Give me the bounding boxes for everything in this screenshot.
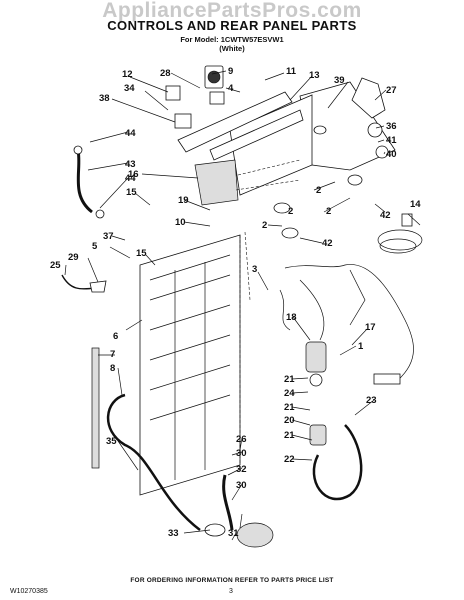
callout-16: 16 bbox=[128, 169, 139, 180]
callout-30a: 30 bbox=[236, 448, 247, 459]
callout-34: 34 bbox=[124, 83, 135, 94]
valve-assembly bbox=[305, 341, 327, 446]
callout-40: 40 bbox=[386, 149, 397, 160]
callout-33: 33 bbox=[168, 528, 179, 539]
callout-12: 12 bbox=[122, 69, 133, 80]
callout-42a: 42 bbox=[380, 210, 391, 221]
control-board-parts bbox=[165, 65, 304, 161]
callout-43: 43 bbox=[125, 159, 136, 170]
callout-11: 11 bbox=[286, 66, 297, 77]
callout-32: 32 bbox=[236, 464, 247, 475]
callout-30b: 30 bbox=[236, 480, 247, 491]
power-cord bbox=[377, 213, 423, 254]
callout-19: 19 bbox=[178, 195, 189, 206]
callout-21a: 21 bbox=[284, 374, 295, 385]
callout-8: 8 bbox=[110, 363, 115, 374]
leader-lines bbox=[64, 70, 421, 541]
callout-2a: 2 bbox=[316, 185, 321, 196]
callout-7: 7 bbox=[110, 349, 115, 360]
color-line: (White) bbox=[219, 44, 245, 53]
callout-10: 10 bbox=[175, 217, 186, 228]
callout-44b: 44 bbox=[125, 173, 136, 184]
callout-9: 9 bbox=[228, 66, 233, 77]
callout-28: 28 bbox=[160, 68, 171, 79]
clip bbox=[89, 280, 107, 293]
rear-panel bbox=[139, 231, 251, 496]
callout-1: 1 bbox=[358, 341, 364, 352]
callout-24: 24 bbox=[284, 388, 295, 399]
callout-39: 39 bbox=[334, 75, 345, 86]
callout-6: 6 bbox=[113, 331, 118, 342]
model-line: For Model: 1CWTW57ESVW1 bbox=[180, 35, 284, 44]
callout-20: 20 bbox=[284, 415, 295, 426]
ordering-note: FOR ORDERING INFORMATION REFER TO PARTS … bbox=[130, 577, 334, 584]
knobs bbox=[273, 122, 389, 239]
callout-17: 17 bbox=[365, 322, 376, 333]
callout-31: 31 bbox=[228, 528, 239, 539]
callout-42b: 42 bbox=[322, 238, 333, 249]
callout-2b: 2 bbox=[326, 206, 331, 217]
callout-14: 14 bbox=[410, 199, 421, 210]
callout-38: 38 bbox=[99, 93, 110, 104]
callout-26: 26 bbox=[236, 434, 247, 445]
callout-37: 37 bbox=[103, 231, 114, 242]
callout-23: 23 bbox=[366, 395, 377, 406]
callout-5: 5 bbox=[92, 241, 98, 252]
callout-41: 41 bbox=[386, 135, 397, 146]
hose bbox=[76, 149, 93, 214]
callout-27: 27 bbox=[386, 85, 397, 96]
page-number: 3 bbox=[229, 588, 233, 595]
callout-29: 29 bbox=[68, 252, 79, 263]
bracket-part bbox=[351, 77, 386, 119]
callout-labels: 9 11 12 28 4 13 34 39 27 38 44 36 41 40 … bbox=[50, 66, 421, 539]
pump-hoses bbox=[204, 474, 274, 548]
fill-hose bbox=[106, 393, 201, 531]
callout-3: 3 bbox=[252, 264, 257, 275]
callout-2d: 2 bbox=[262, 220, 267, 231]
callout-15b: 15 bbox=[136, 248, 147, 259]
page-title: CONTROLS AND REAR PANEL PARTS bbox=[107, 18, 357, 33]
watermark: AppliancePartsPros.com bbox=[102, 0, 362, 22]
callout-18: 18 bbox=[286, 312, 297, 323]
callout-36: 36 bbox=[386, 121, 397, 132]
callout-22: 22 bbox=[284, 454, 295, 465]
callout-15a: 15 bbox=[126, 187, 137, 198]
callout-21c: 21 bbox=[284, 430, 295, 441]
callout-2c: 2 bbox=[288, 206, 293, 217]
callout-35: 35 bbox=[106, 436, 117, 447]
callout-13: 13 bbox=[309, 70, 320, 81]
callout-25: 25 bbox=[50, 260, 61, 271]
side-strip bbox=[91, 347, 100, 469]
console-trim bbox=[194, 159, 239, 206]
callout-44a: 44 bbox=[125, 128, 136, 139]
cable bbox=[61, 274, 96, 290]
drain-hose bbox=[312, 424, 363, 501]
callout-4: 4 bbox=[228, 83, 234, 94]
wire-harness bbox=[279, 264, 414, 385]
document-number: W10270385 bbox=[10, 588, 48, 595]
callout-21b: 21 bbox=[284, 402, 295, 413]
